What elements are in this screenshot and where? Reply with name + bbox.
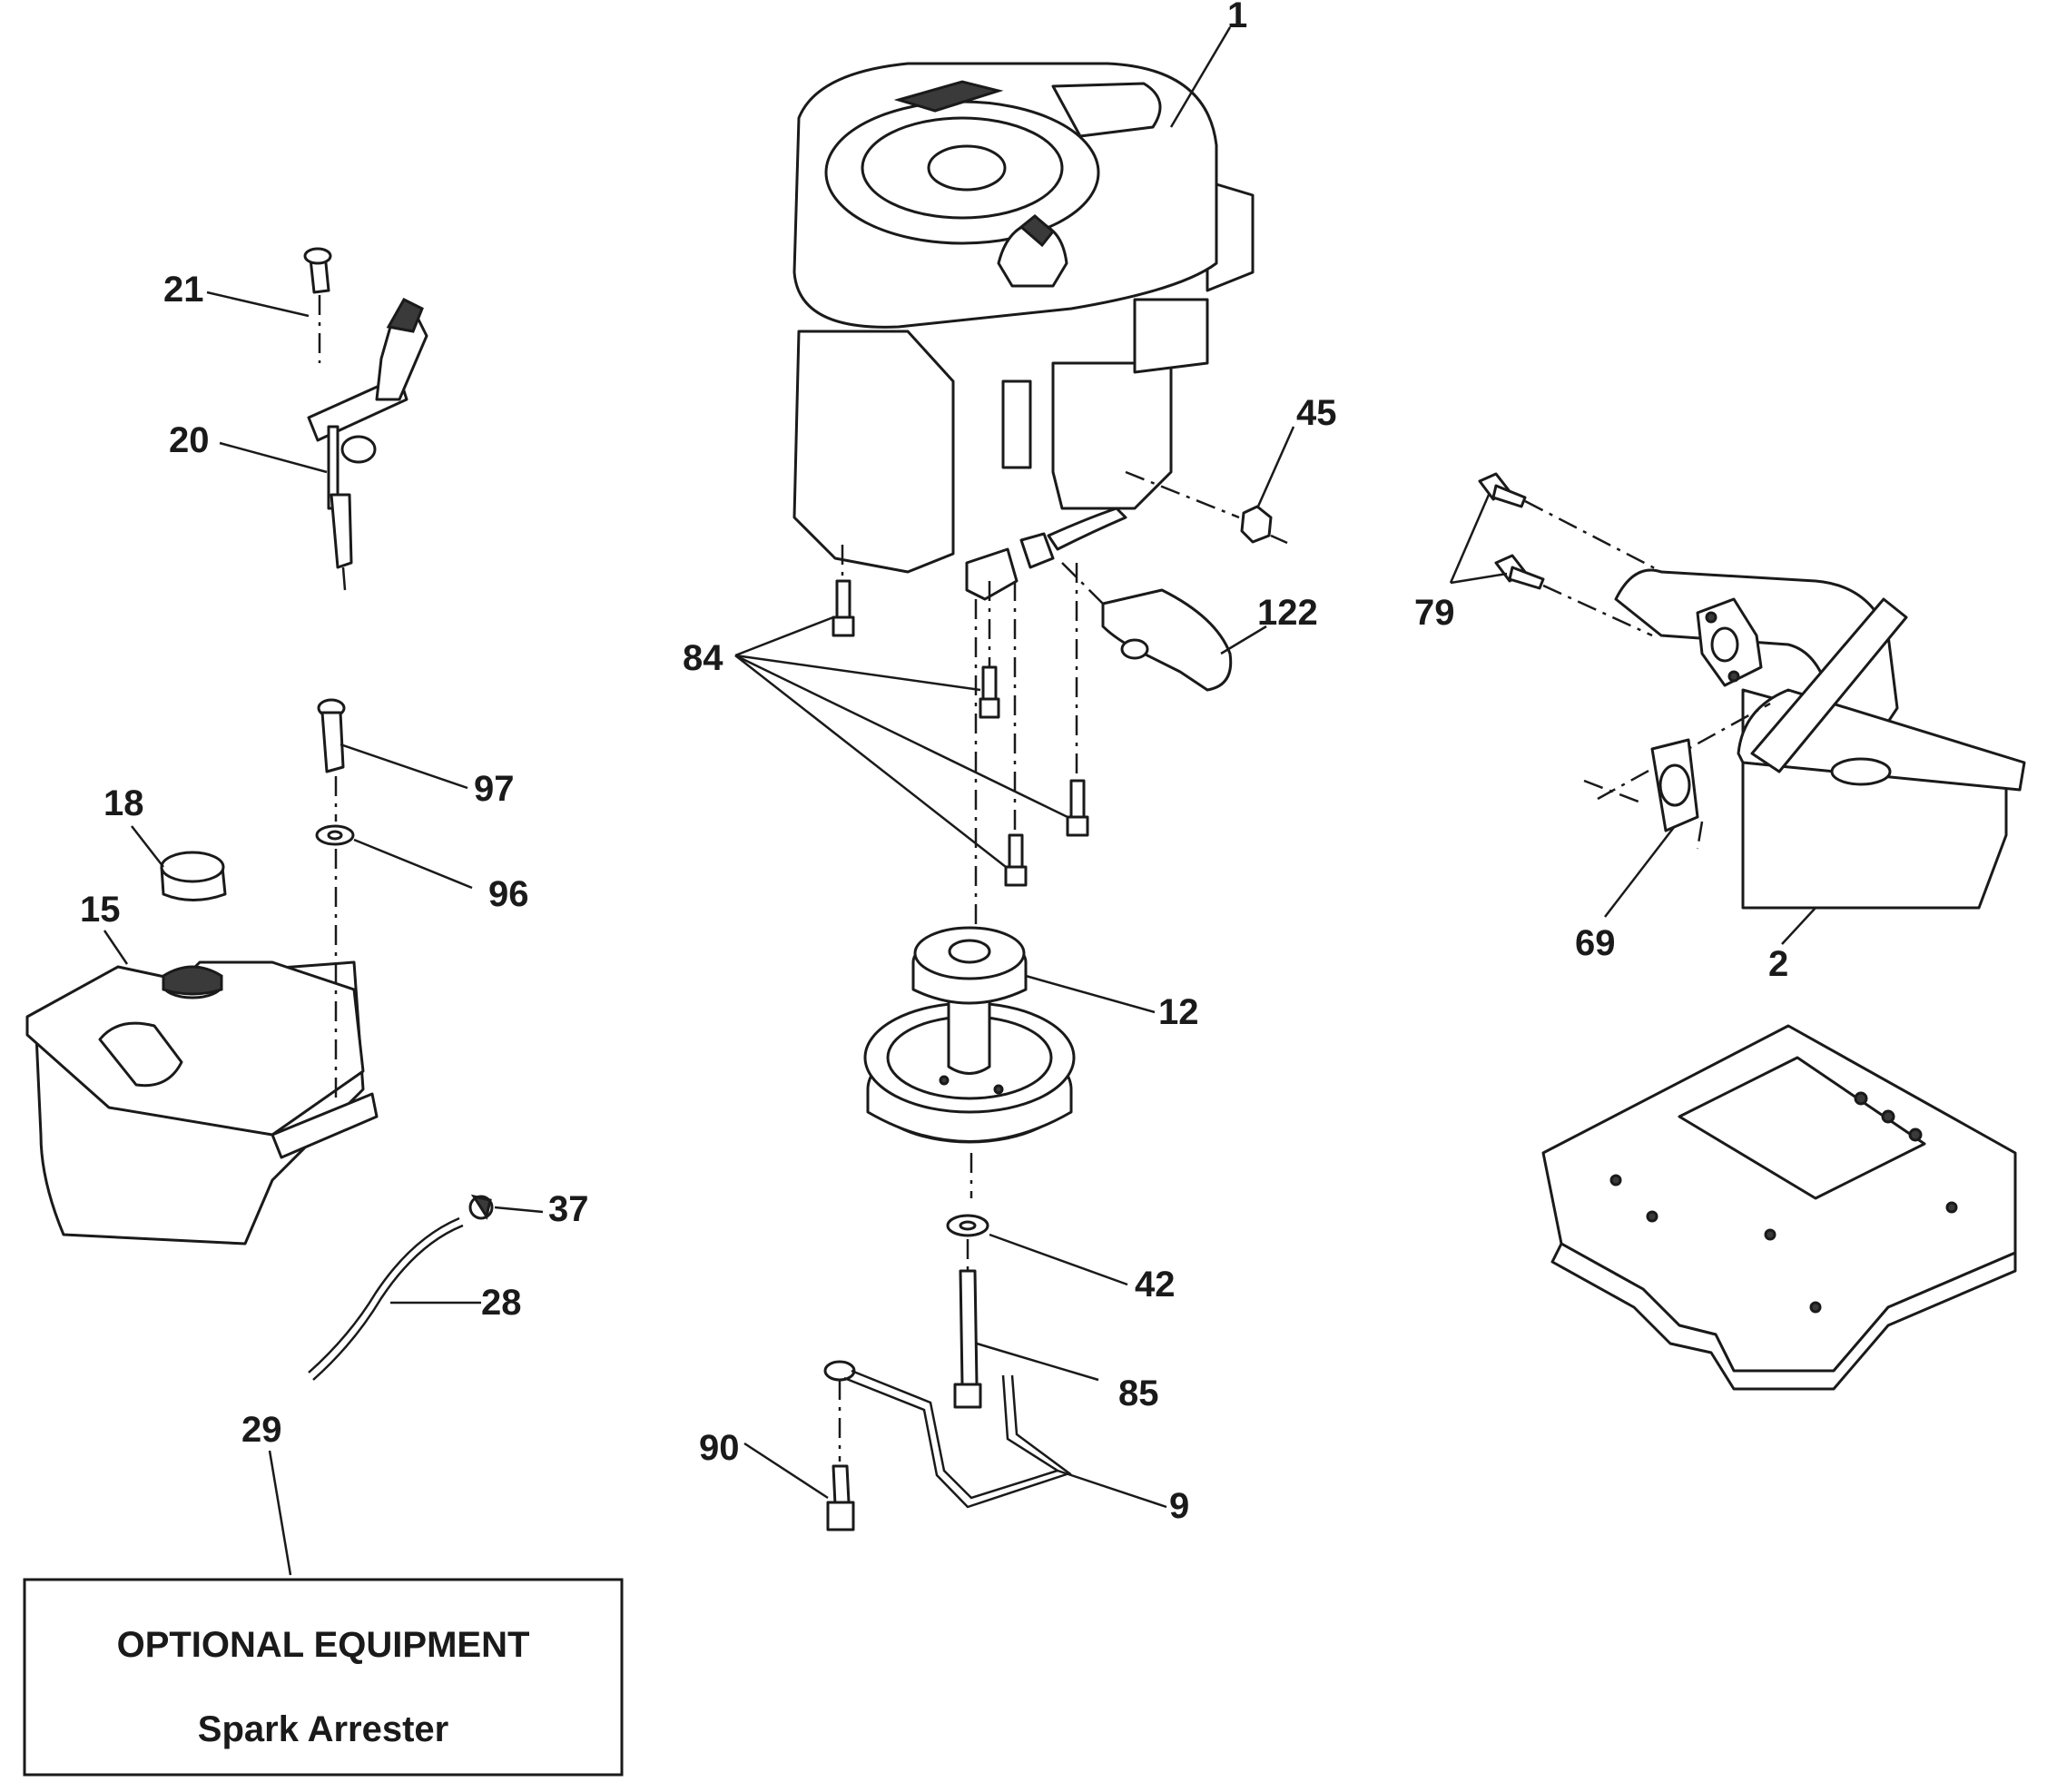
callout-20: 20 bbox=[169, 420, 210, 460]
callout-18: 18 bbox=[103, 783, 144, 823]
chassis-plate bbox=[1541, 1024, 2017, 1391]
callout-2: 2 bbox=[1768, 944, 1788, 984]
muffler-bolts bbox=[1478, 472, 1680, 637]
optional-equipment-heading: OPTIONAL EQUIPMENT bbox=[117, 1625, 530, 1665]
callout-28: 28 bbox=[481, 1283, 522, 1323]
callout-1: 1 bbox=[1227, 0, 1247, 35]
callout-42: 42 bbox=[1135, 1265, 1176, 1305]
callout-labels: 1 2 9 12 15 18 20 21 28 29 37 42 45 69 7… bbox=[80, 0, 1788, 1526]
callout-12: 12 bbox=[1158, 992, 1199, 1032]
bracket bbox=[823, 1360, 1072, 1531]
callout-90: 90 bbox=[699, 1428, 740, 1468]
fuel-tank bbox=[25, 960, 379, 1246]
pulley bbox=[863, 599, 1076, 1198]
tank-bolt bbox=[315, 698, 355, 1098]
heat-shield bbox=[1061, 562, 1233, 692]
callout-69: 69 bbox=[1575, 923, 1616, 963]
callout-15: 15 bbox=[80, 890, 121, 930]
leader-lines bbox=[103, 26, 1816, 1576]
callout-9: 9 bbox=[1169, 1486, 1189, 1526]
muffler bbox=[1583, 568, 2026, 910]
callout-21: 21 bbox=[163, 270, 204, 310]
fuel-line bbox=[308, 1194, 494, 1381]
callout-79: 79 bbox=[1414, 593, 1455, 633]
callout-45: 45 bbox=[1296, 393, 1337, 433]
callout-96: 96 bbox=[488, 874, 529, 914]
optional-equipment-item: Spark Arrester bbox=[198, 1709, 448, 1749]
pulley-bolt bbox=[946, 1214, 989, 1409]
callout-84: 84 bbox=[683, 638, 723, 678]
callout-97: 97 bbox=[474, 769, 515, 809]
callout-122: 122 bbox=[1257, 593, 1318, 633]
optional-equipment-box: OPTIONAL EQUIPMENT Spark Arrester bbox=[23, 1578, 624, 1777]
callout-37: 37 bbox=[548, 1189, 589, 1229]
fuel-cap bbox=[160, 851, 227, 901]
throttle-control bbox=[303, 247, 428, 591]
callout-85: 85 bbox=[1118, 1374, 1159, 1413]
engine bbox=[792, 62, 1255, 601]
callout-29: 29 bbox=[241, 1410, 282, 1450]
engine-bolts bbox=[832, 545, 1089, 887]
